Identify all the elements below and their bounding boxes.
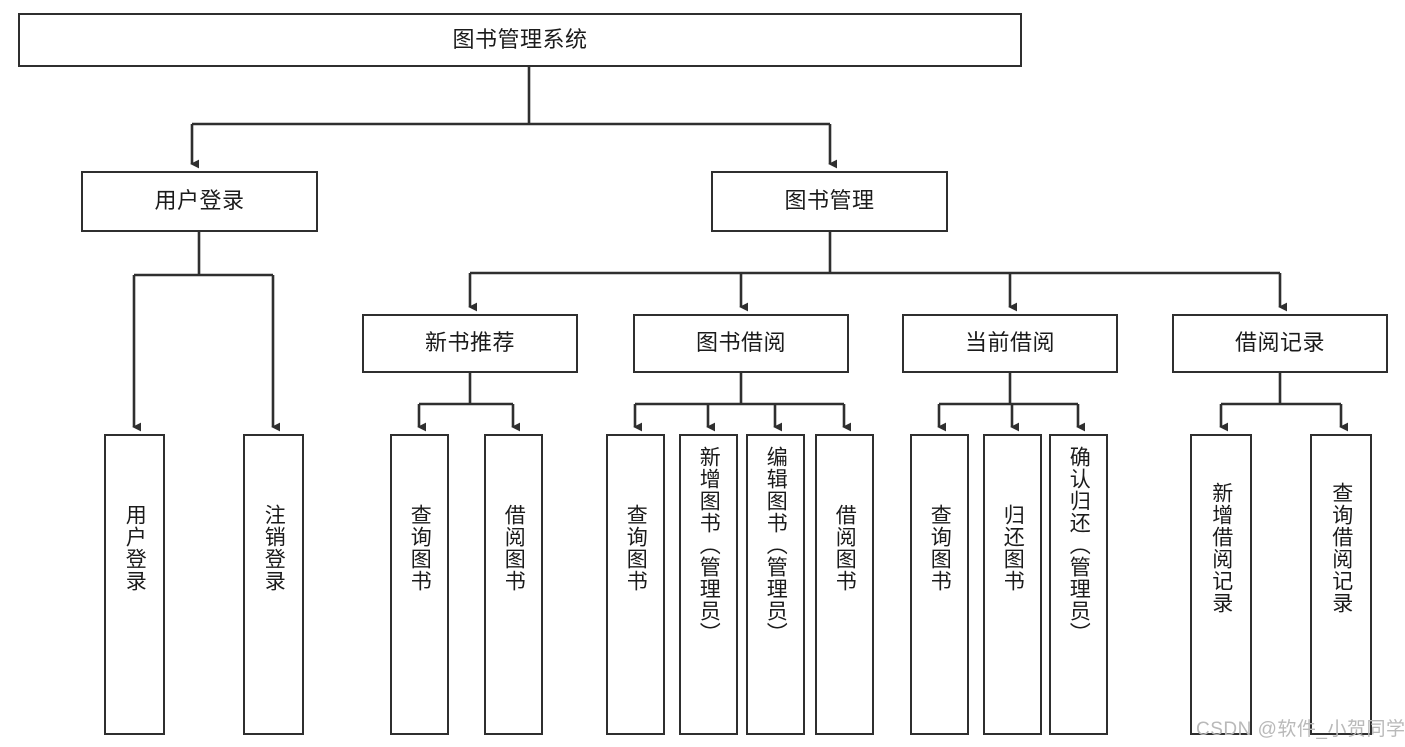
node-borrow-record-label: 借阅记录 xyxy=(1234,330,1325,356)
node-borrow-record[interactable]: 借阅记录 xyxy=(1172,314,1388,373)
node-current-borrow-label: 当前借阅 xyxy=(964,330,1055,356)
node-leaf-edit-book-label: 编辑图书（管理员） xyxy=(764,446,788,644)
node-leaf-query-book-rec[interactable]: 查询图书 xyxy=(390,434,449,735)
node-leaf-logout[interactable]: 注销登录 xyxy=(243,434,304,735)
csdn-watermark: CSDN @软件_小贺同学 xyxy=(1196,719,1405,740)
node-leaf-user-login-label: 用户登录 xyxy=(123,504,147,592)
node-leaf-borrow-book-label: 借阅图书 xyxy=(833,504,857,592)
node-leaf-query-book-cur-label: 查询图书 xyxy=(928,504,952,592)
node-leaf-add-record-label: 新增借阅记录 xyxy=(1209,482,1233,614)
node-leaf-query-record-label: 查询借阅记录 xyxy=(1329,482,1353,614)
node-book-borrow-label: 图书借阅 xyxy=(695,330,786,356)
node-leaf-confirm-return-label: 确认归还（管理员） xyxy=(1067,446,1091,644)
node-current-borrow[interactable]: 当前借阅 xyxy=(902,314,1118,373)
node-leaf-return-book-label: 归还图书 xyxy=(1001,504,1025,592)
node-leaf-user-login[interactable]: 用户登录 xyxy=(104,434,165,735)
node-root[interactable]: 图书管理系统 xyxy=(18,13,1022,67)
node-leaf-logout-label: 注销登录 xyxy=(262,504,286,592)
node-leaf-query-book-borrow-label: 查询图书 xyxy=(624,504,648,592)
node-leaf-add-book[interactable]: 新增图书（管理员） xyxy=(679,434,738,735)
node-leaf-confirm-return[interactable]: 确认归还（管理员） xyxy=(1049,434,1108,735)
node-user-login-label: 用户登录 xyxy=(154,188,245,214)
node-leaf-query-record[interactable]: 查询借阅记录 xyxy=(1310,434,1372,735)
node-leaf-query-book-borrow[interactable]: 查询图书 xyxy=(606,434,665,735)
node-new-book-rec-label: 新书推荐 xyxy=(424,330,515,356)
node-root-label: 图书管理系统 xyxy=(452,26,588,52)
node-leaf-borrow-book-rec[interactable]: 借阅图书 xyxy=(484,434,543,735)
node-leaf-query-book-rec-label: 查询图书 xyxy=(408,504,432,592)
node-leaf-add-book-label: 新增图书（管理员） xyxy=(697,446,721,644)
node-new-book-rec[interactable]: 新书推荐 xyxy=(362,314,578,373)
node-leaf-query-book-cur[interactable]: 查询图书 xyxy=(910,434,969,735)
node-book-manage[interactable]: 图书管理 xyxy=(711,171,948,232)
node-user-login[interactable]: 用户登录 xyxy=(81,171,318,232)
node-leaf-borrow-book[interactable]: 借阅图书 xyxy=(815,434,874,735)
node-leaf-borrow-book-rec-label: 借阅图书 xyxy=(502,504,526,592)
node-book-borrow[interactable]: 图书借阅 xyxy=(633,314,849,373)
node-leaf-edit-book[interactable]: 编辑图书（管理员） xyxy=(746,434,805,735)
node-leaf-return-book[interactable]: 归还图书 xyxy=(983,434,1042,735)
node-leaf-add-record[interactable]: 新增借阅记录 xyxy=(1190,434,1252,735)
node-book-manage-label: 图书管理 xyxy=(784,188,875,214)
